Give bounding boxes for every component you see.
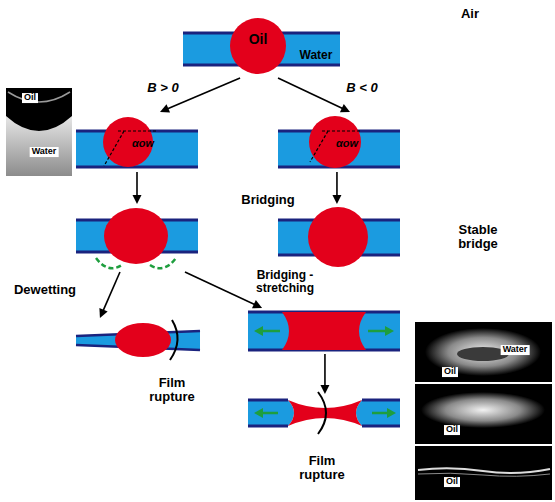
photo-label: Oil	[444, 425, 460, 435]
node-text: Stable bridge	[448, 223, 508, 252]
photo-label: Oil	[444, 477, 460, 487]
negative-b-state: αow	[275, 112, 403, 172]
film-surface	[362, 425, 400, 428]
arrowhead	[99, 308, 107, 318]
connector-line	[336, 172, 338, 197]
node-text: Oil	[249, 32, 268, 47]
stretch-arrow	[262, 330, 280, 333]
connector	[332, 172, 341, 204]
photo-film	[418, 473, 550, 476]
stretch-arrow	[262, 412, 278, 415]
arrowhead	[340, 104, 350, 112]
photo-panel: Oil	[415, 384, 552, 444]
node-text: Film rupture	[142, 376, 202, 405]
connector-line	[103, 272, 120, 312]
connector-line	[185, 272, 256, 305]
connector	[278, 78, 350, 112]
bridging-state	[72, 204, 202, 272]
node-text: Water	[300, 49, 333, 62]
oil-lens	[115, 323, 171, 357]
stretch-arrow	[385, 326, 394, 336]
stretch-arrow	[387, 408, 396, 418]
node-text: αow	[132, 137, 154, 149]
flow-arc	[150, 258, 176, 268]
angle-line	[310, 131, 328, 162]
photo-panel: WaterOil	[415, 322, 552, 382]
photo-water	[6, 116, 72, 176]
connector-line	[278, 78, 344, 109]
oil-lens	[104, 208, 168, 264]
connector	[99, 272, 120, 318]
edge-label: B < 0	[344, 81, 379, 95]
arrowhead	[252, 300, 262, 308]
oil-bridge	[282, 312, 366, 350]
film-surface	[76, 166, 198, 169]
photo-panel: OilWater	[6, 88, 72, 176]
oil-drop	[230, 18, 286, 74]
stretch-arrow	[254, 326, 263, 336]
photo	[415, 322, 552, 382]
arrowhead	[160, 104, 170, 112]
stretching-state	[245, 308, 403, 354]
node-text: Film rupture	[292, 454, 352, 483]
water-film	[356, 400, 400, 426]
initial-film: OilWater	[180, 15, 345, 78]
photo-glow	[421, 392, 545, 428]
edge-label: Bridging - stretching	[249, 269, 321, 295]
stretch-arrow	[368, 330, 386, 333]
connector	[320, 354, 329, 394]
photo-edge	[8, 92, 70, 102]
photo-film	[418, 468, 550, 473]
stretched-state: Film rupture	[245, 394, 403, 436]
edge-label: B > 0	[145, 81, 180, 95]
water-film	[248, 400, 294, 426]
node-text: αow	[336, 137, 358, 149]
film-surface	[248, 399, 288, 402]
arrowhead	[320, 385, 329, 394]
stage-label: Bridging	[239, 193, 296, 207]
connector	[133, 172, 142, 204]
connector-line	[136, 172, 138, 197]
photo	[6, 88, 72, 176]
stretch-arrow	[254, 408, 263, 418]
angle-line	[104, 131, 124, 166]
rupture-mark	[318, 392, 326, 434]
photo-panel: Oil	[415, 446, 552, 500]
connector-line	[324, 354, 326, 387]
photo-label: Water	[30, 147, 59, 157]
photo	[415, 384, 552, 444]
flow-arc	[96, 258, 122, 268]
oil-drop	[309, 116, 361, 168]
film-surface	[362, 399, 400, 402]
photo-label: Water	[501, 345, 530, 355]
photo-label: Oil	[442, 367, 458, 377]
photo-label: Oil	[22, 93, 38, 103]
dewetting-state: Film rupture	[72, 318, 205, 362]
stretch-arrow	[372, 412, 388, 415]
stable-bridge-state: Stable bridge	[275, 204, 403, 270]
positive-b-state: αow	[72, 112, 202, 172]
film-surface	[248, 425, 288, 428]
oil-drop	[308, 207, 368, 267]
arrowhead	[133, 195, 142, 204]
medium-label: Air	[459, 7, 481, 21]
rupture-mark	[170, 320, 178, 360]
water-film	[248, 312, 400, 350]
edge-label: Dewetting	[12, 283, 78, 297]
arrowhead	[332, 195, 341, 204]
photo	[415, 446, 552, 500]
photo-glow	[425, 328, 541, 376]
